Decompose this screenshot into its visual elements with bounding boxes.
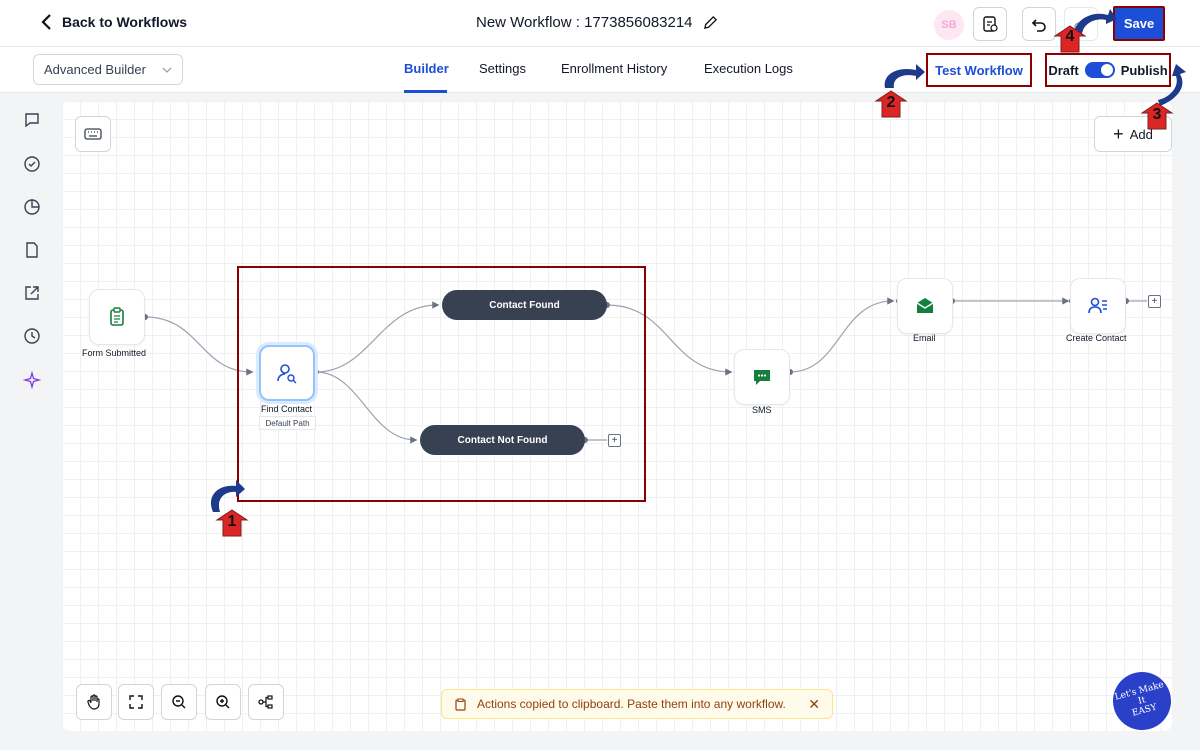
check-circle-icon[interactable] bbox=[23, 155, 43, 175]
back-to-workflows-link[interactable]: Back to Workflows bbox=[40, 13, 187, 31]
toast-close-icon[interactable]: ✕ bbox=[808, 695, 820, 712]
tab-builder[interactable]: Builder bbox=[404, 61, 449, 76]
add-step-end-button[interactable]: + bbox=[1148, 295, 1161, 308]
envelope-icon bbox=[916, 298, 934, 313]
contact-not-found-branch[interactable]: Contact Not Found bbox=[420, 425, 585, 455]
clipboard-icon bbox=[455, 698, 466, 711]
builder-mode-select[interactable]: Advanced Builder bbox=[33, 54, 183, 85]
annotation-marker-2: 2 bbox=[886, 94, 896, 111]
create-contact-label: Create Contact bbox=[1066, 333, 1127, 343]
keyboard-icon bbox=[84, 128, 102, 140]
flow-icon bbox=[258, 695, 273, 709]
pencil-icon[interactable] bbox=[703, 15, 718, 30]
builder-mode-value: Advanced Builder bbox=[44, 62, 146, 77]
user-search-icon bbox=[277, 364, 297, 384]
create-contact-node[interactable] bbox=[1070, 278, 1126, 334]
workflow-title-text: New Workflow : 1773856083214 bbox=[476, 14, 693, 31]
zoom-in-icon bbox=[216, 695, 230, 709]
publish-label: Publish bbox=[1120, 62, 1168, 78]
avatar[interactable]: SB bbox=[934, 10, 964, 40]
add-button[interactable]: + Add bbox=[1094, 116, 1172, 152]
zoom-out-button[interactable] bbox=[161, 684, 197, 720]
active-tab-indicator bbox=[404, 90, 447, 93]
annotation-marker-3: 3 bbox=[1152, 106, 1162, 123]
email-node[interactable] bbox=[897, 278, 953, 334]
chevron-down-icon bbox=[162, 67, 172, 73]
pan-button[interactable] bbox=[76, 684, 112, 720]
sms-node[interactable] bbox=[734, 349, 790, 405]
history-icon[interactable] bbox=[23, 327, 43, 347]
sparkle-icon[interactable] bbox=[22, 370, 43, 391]
email-label: Email bbox=[913, 333, 936, 343]
workflow-title: New Workflow : 1773856083214 bbox=[476, 14, 718, 31]
undo-button[interactable] bbox=[1022, 7, 1056, 41]
form-submitted-node[interactable] bbox=[89, 289, 145, 345]
tab-enrollment-history[interactable]: Enrollment History bbox=[561, 61, 668, 76]
zoom-out-icon bbox=[172, 695, 186, 709]
plus-icon: + bbox=[1113, 123, 1124, 144]
form-submitted-label: Form Submitted bbox=[82, 348, 147, 358]
comment-icon[interactable] bbox=[23, 111, 43, 131]
fit-view-button[interactable] bbox=[118, 684, 154, 720]
clipboard-toast: Actions copied to clipboard. Paste them … bbox=[441, 689, 833, 719]
annotation-marker-1: 1 bbox=[227, 513, 237, 530]
save-button[interactable]: Save bbox=[1113, 6, 1165, 41]
file-icon[interactable] bbox=[23, 241, 43, 261]
logs-button[interactable] bbox=[973, 7, 1007, 41]
top-bar: Back to Workflows New Workflow : 1773856… bbox=[0, 0, 1200, 47]
document-check-icon bbox=[983, 16, 998, 32]
test-workflow-button[interactable]: Test Workflow bbox=[926, 53, 1032, 87]
pie-chart-icon[interactable] bbox=[23, 198, 43, 218]
publish-toggle-group: Draft Publish bbox=[1045, 53, 1171, 87]
expand-icon bbox=[129, 695, 143, 709]
auto-layout-button[interactable] bbox=[248, 684, 284, 720]
draft-label: Draft bbox=[1048, 62, 1079, 78]
default-path-badge: Default Path bbox=[259, 416, 316, 430]
contact-found-branch[interactable]: Contact Found bbox=[442, 290, 607, 320]
add-label: Add bbox=[1129, 126, 1153, 142]
find-contact-label: Find Contact bbox=[261, 404, 313, 414]
zoom-in-button[interactable] bbox=[205, 684, 241, 720]
user-list-icon bbox=[1088, 297, 1107, 314]
tab-settings[interactable]: Settings bbox=[479, 61, 526, 76]
external-link-icon[interactable] bbox=[23, 284, 43, 304]
annotation-highlight-box bbox=[237, 266, 646, 502]
left-sidebar bbox=[0, 93, 62, 750]
sms-label: SMS bbox=[752, 405, 772, 415]
tab-execution-logs[interactable]: Execution Logs bbox=[704, 61, 793, 76]
undo-icon bbox=[1031, 19, 1046, 32]
publish-toggle[interactable] bbox=[1084, 62, 1115, 78]
find-contact-node[interactable] bbox=[259, 345, 315, 401]
back-label: Back to Workflows bbox=[62, 14, 187, 30]
chevron-left-icon bbox=[41, 14, 51, 30]
hand-icon bbox=[87, 694, 100, 710]
annotation-marker-4: 4 bbox=[1065, 28, 1075, 45]
workflow-canvas[interactable] bbox=[62, 101, 1172, 731]
message-icon bbox=[754, 370, 770, 385]
add-step-button[interactable]: + bbox=[608, 434, 621, 447]
keyboard-shortcuts-button[interactable] bbox=[75, 116, 111, 152]
sub-bar: Advanced Builder Builder Settings Enroll… bbox=[0, 47, 1200, 93]
toast-message: Actions copied to clipboard. Paste them … bbox=[477, 697, 786, 711]
clipboard-icon bbox=[110, 307, 124, 326]
